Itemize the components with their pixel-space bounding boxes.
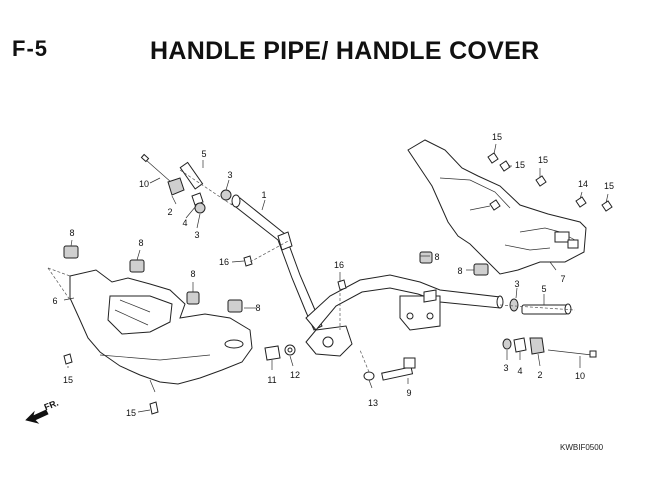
callout-1: 1 (261, 190, 266, 200)
callout-15-d: 15 (604, 181, 614, 191)
callout-5-right: 5 (541, 284, 546, 294)
clip-fasteners (63, 245, 489, 313)
callout-8-e: 8 (434, 252, 439, 262)
callout-8-d: 8 (255, 303, 260, 313)
callout-4-right: 4 (517, 366, 522, 376)
callout-15-a: 15 (492, 132, 502, 142)
callout-3-upper-left: 3 (227, 170, 232, 180)
callout-9: 9 (406, 388, 411, 398)
callout-10-right: 10 (575, 371, 585, 381)
callout-2-right: 2 (537, 370, 542, 380)
front-handle-cover (69, 269, 253, 393)
center-hardware (264, 344, 416, 381)
callout-7: 7 (560, 274, 565, 284)
callout-13: 13 (368, 398, 378, 408)
callout-15-b: 15 (515, 160, 525, 170)
callout-11: 11 (267, 375, 276, 385)
callout-16-center: 16 (334, 260, 344, 270)
callout-8-a: 8 (69, 228, 74, 238)
page-title: HANDLE PIPE/ HANDLE COVER (150, 37, 540, 65)
left-grip-hardware (140, 153, 233, 214)
callout-3-lower-right: 3 (503, 363, 508, 373)
callout-14: 14 (578, 179, 588, 189)
handle-pipe (231, 194, 504, 357)
callout-8-f: 8 (457, 266, 462, 276)
callout-15-c: 15 (538, 155, 548, 165)
drawing-code: KWBIF0500 (560, 443, 604, 452)
callout-3-upper-right: 3 (514, 279, 519, 289)
front-direction-arrow-icon (25, 409, 49, 424)
callout-6: 6 (52, 296, 57, 306)
callout-16-left: 16 (219, 257, 229, 267)
callout-15-f: 15 (126, 408, 136, 418)
callout-4-left: 4 (182, 218, 187, 228)
callout-15-e: 15 (63, 375, 73, 385)
leader-lines (47, 143, 609, 413)
callout-3-lower-left: 3 (194, 230, 199, 240)
callout-12: 12 (290, 370, 300, 380)
right-grip-hardware (499, 298, 597, 358)
callout-labels: 1 2 2 3 3 3 3 4 4 5 5 6 7 8 8 8 8 8 8 9 … (52, 132, 614, 418)
callout-5-left: 5 (201, 149, 206, 159)
callout-2-left: 2 (167, 207, 172, 217)
callout-8-b: 8 (138, 238, 143, 248)
section-code: F-5 (12, 36, 48, 61)
callout-8-c: 8 (190, 269, 195, 279)
callout-10-left: 10 (139, 179, 149, 189)
